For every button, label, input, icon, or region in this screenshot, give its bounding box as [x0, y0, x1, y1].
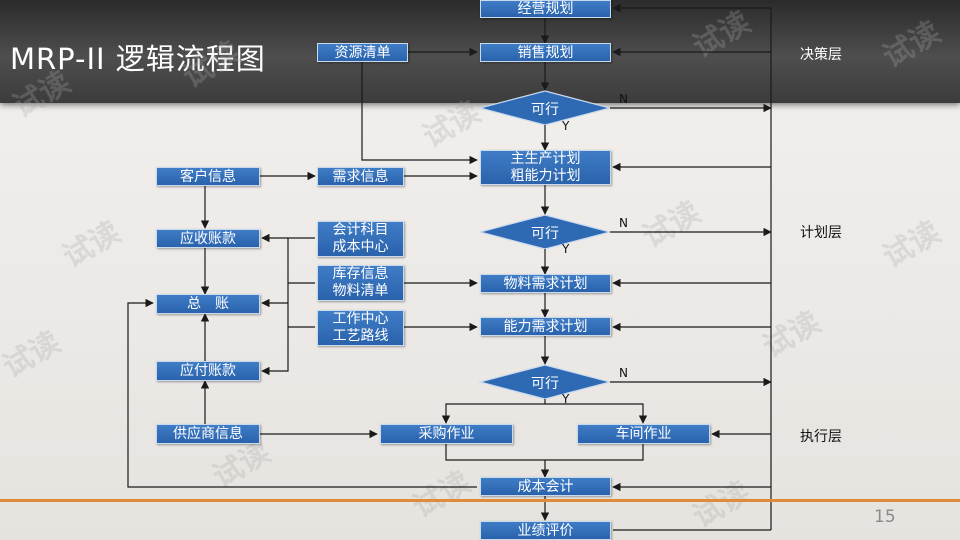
box-mrp[interactable]: 物料需求计划	[480, 274, 611, 293]
box-supplier-info[interactable]: 供应商信息	[156, 424, 260, 444]
box-accounts-payable[interactable]: 应付账款	[156, 361, 260, 381]
box-general-ledger[interactable]: 总 账	[156, 294, 260, 314]
box-work-center[interactable]: 工作中心 工艺路线	[317, 310, 404, 346]
layer-label-plan: 计划层	[800, 225, 842, 241]
no-label-2: N	[619, 216, 628, 230]
box-performance-evaluation[interactable]: 业绩评价	[480, 521, 611, 540]
page-number: 15	[874, 507, 896, 527]
decision-label-1: 可行	[531, 102, 559, 118]
box-business-plan[interactable]: 经营规划	[480, 0, 611, 18]
page-title: MRP-II 逻辑流程图	[10, 42, 266, 76]
decision-label-2: 可行	[531, 226, 559, 242]
box-master-production-plan[interactable]: 主生产计划 粗能力计划	[480, 150, 611, 185]
box-inventory-info[interactable]: 库存信息 物料清单	[317, 265, 404, 301]
layer-label-execute: 执行层	[800, 429, 842, 445]
yes-label-2: Y	[562, 242, 570, 256]
box-cost-accounting[interactable]: 成本会计	[480, 477, 611, 496]
box-sales-plan[interactable]: 销售规划	[480, 43, 611, 62]
box-crp[interactable]: 能力需求计划	[480, 317, 611, 336]
yes-label-1: Y	[562, 119, 570, 133]
box-customer-info[interactable]: 客户信息	[156, 167, 260, 186]
decision-label-3: 可行	[531, 376, 559, 392]
box-accounting-subject[interactable]: 会计科目 成本中心	[317, 221, 404, 257]
no-label-1: N	[619, 92, 628, 106]
yes-label-3: Y	[562, 392, 570, 406]
box-purchasing[interactable]: 采购作业	[380, 424, 513, 444]
footer-divider	[0, 499, 960, 502]
box-demand-info[interactable]: 需求信息	[317, 167, 404, 186]
box-resource-list[interactable]: 资源清单	[317, 43, 408, 62]
no-label-3: N	[619, 366, 628, 380]
box-workshop[interactable]: 车间作业	[577, 424, 710, 444]
box-accounts-receivable[interactable]: 应收账款	[156, 229, 260, 248]
layer-label-decision: 决策层	[800, 47, 842, 63]
